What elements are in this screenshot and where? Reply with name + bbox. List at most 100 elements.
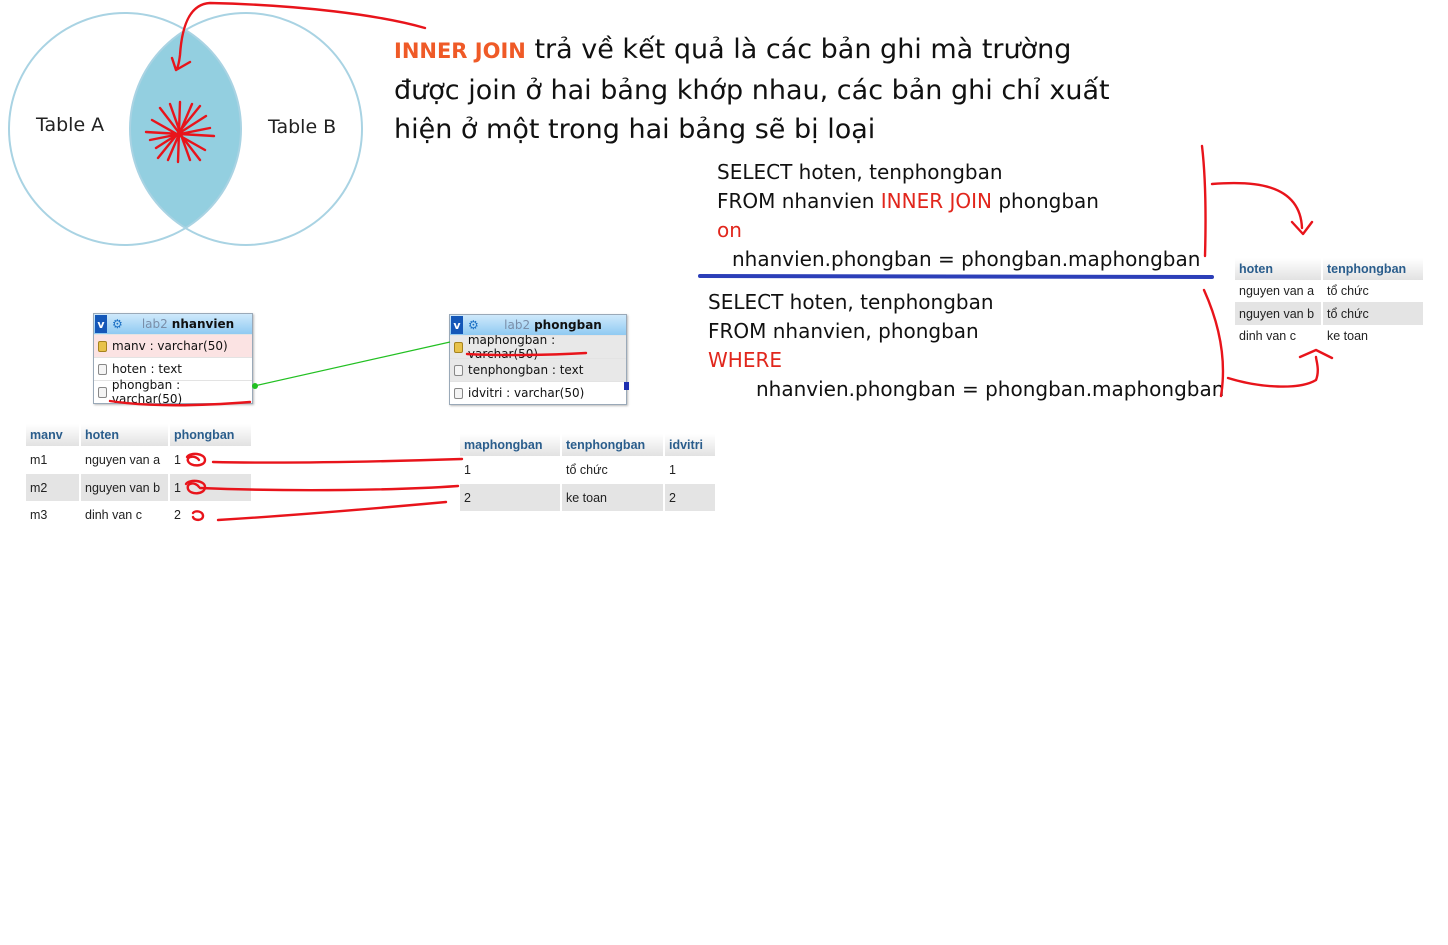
description-text: trả về kết quả là các bản ghi mà trường … [394, 34, 1110, 145]
field-label: idvitri : varchar(50) [468, 386, 585, 400]
field-label: manv : varchar(50) [112, 339, 228, 353]
column-icon [454, 387, 463, 399]
col-header[interactable]: idvitri [664, 434, 717, 456]
column-icon [454, 364, 463, 376]
cell: nguyen van a [1235, 280, 1323, 302]
arrow-to-result [1210, 181, 1314, 236]
table-result: hoten tenphongban nguyen van a tổ chức n… [1235, 258, 1425, 347]
table-row: m2 nguyen van b 1 [26, 474, 253, 501]
table-header-row: maphongban tenphongban idvitri [460, 434, 717, 456]
table-header-row: manv hoten phongban [26, 424, 253, 446]
table-row: 2 ke toan 2 [460, 484, 717, 511]
gear-icon[interactable]: ⚙ [112, 317, 123, 331]
table-row: m3 dinh van c 2 [26, 501, 253, 528]
sql1-from: FROM nhanvien [717, 189, 881, 213]
table-phongban: maphongban tenphongban idvitri 1 tổ chức… [460, 434, 717, 511]
column-icon [98, 386, 107, 398]
arrow-to-overlap [170, 1, 427, 72]
venn-label-a: Table A [36, 114, 105, 136]
circle-value-2 [184, 479, 207, 495]
cell: tổ chức [1322, 280, 1425, 302]
sql2-condition: nhanvien.phongban = phongban.maphongban [756, 377, 1225, 401]
arrow-from-sql2 [1226, 348, 1334, 388]
schema-db-name: lab2 [504, 318, 531, 332]
col-header[interactable]: phongban [169, 424, 253, 446]
link-row-3 [216, 500, 448, 522]
cell: ke toan [1322, 325, 1425, 347]
gear-icon[interactable]: ⚙ [468, 318, 479, 332]
table-header-row: hoten tenphongban [1235, 258, 1425, 280]
col-header[interactable]: tenphongban [1322, 258, 1425, 280]
venn-circle-a [8, 12, 242, 246]
description-keyword: INNER JOIN [394, 39, 526, 63]
link-row-1 [211, 457, 464, 464]
relation-line [253, 341, 451, 387]
sql1-condition: nhanvien.phongban = phongban.maphongban [732, 247, 1201, 271]
cell: tổ chức [1322, 302, 1425, 325]
col-header[interactable]: tenphongban [561, 434, 665, 456]
sql-where-join: SELECT hoten, tenphongban FROM nhanvien,… [708, 288, 1224, 404]
table-row: m1 nguyen van a 1 [26, 446, 253, 474]
toggle-button[interactable]: v [451, 316, 463, 334]
cell: m1 [26, 446, 81, 474]
cell: 2 [460, 484, 562, 511]
table-row: dinh van c ke toan [1235, 325, 1425, 347]
cell: 2 [169, 501, 253, 528]
underline-maphongban [465, 351, 588, 357]
col-header[interactable]: manv [26, 424, 81, 446]
cell: nguyen van a [80, 446, 170, 474]
schema-phongban[interactable]: v ⚙ lab2 phongban maphongban : varchar(5… [449, 314, 627, 405]
venn-overlap [130, 13, 241, 245]
schema-field: maphongban : varchar(50) [450, 333, 626, 361]
schema-field: manv : varchar(50) [94, 334, 252, 357]
cell: 1 [664, 456, 717, 484]
table-row: nguyen van b tổ chức [1235, 302, 1425, 325]
separator-line [698, 274, 1214, 279]
cell: 1 [169, 446, 253, 474]
sql-inner-join: SELECT hoten, tenphongban FROM nhanvien … [717, 158, 1200, 274]
col-header[interactable]: hoten [80, 424, 170, 446]
cell: ke toan [561, 484, 665, 511]
schema-nhanvien-header[interactable]: v ⚙ lab2 nhanvien [94, 314, 252, 334]
sql1-on: on [717, 218, 742, 242]
key-icon [98, 340, 107, 352]
sql2-line2: FROM nhanvien, phongban [708, 319, 979, 343]
table-row: nguyen van a tổ chức [1235, 280, 1425, 302]
inner-join-description: INNER JOIN trả về kết quả là các bản ghi… [394, 30, 1134, 149]
schema-phongban-header[interactable]: v ⚙ lab2 phongban [450, 315, 626, 335]
table-nhanvien: manv hoten phongban m1 nguyen van a 1 m2… [26, 424, 253, 528]
key-icon [454, 341, 463, 353]
col-header[interactable]: maphongban [460, 434, 562, 456]
venn-diagram [8, 12, 363, 246]
bracket-sql1 [1200, 144, 1207, 258]
field-label: maphongban : varchar(50) [467, 333, 556, 361]
toggle-button[interactable]: v [95, 315, 107, 333]
circle-value-3 [191, 510, 205, 522]
column-icon [98, 363, 107, 375]
cell: m2 [26, 474, 81, 501]
relation-anchor [624, 382, 629, 390]
circle-value-1 [185, 452, 207, 467]
cell: 2 [664, 484, 717, 511]
schema-field: phongban : varchar(50) [94, 378, 252, 406]
link-row-2 [198, 484, 460, 492]
bracket-sql2 [1202, 288, 1225, 398]
table-row: 1 tổ chức 1 [460, 456, 717, 484]
cell: 1 [460, 456, 562, 484]
cell: m3 [26, 501, 81, 528]
schema-db-name: lab2 [141, 317, 168, 331]
schema-nhanvien[interactable]: v ⚙ lab2 nhanvien manv : varchar(50) hot… [93, 313, 253, 406]
col-header[interactable]: hoten [1235, 258, 1323, 280]
schema-field: hoten : text [94, 357, 252, 380]
schema-field: idvitri : varchar(50) [450, 381, 626, 404]
sql1-keyword: INNER JOIN [880, 189, 992, 213]
sql2-line1: SELECT hoten, tenphongban [708, 290, 994, 314]
relation-dot [252, 383, 258, 389]
cell: nguyen van b [1235, 302, 1323, 325]
sql1-line2: FROM nhanvien INNER JOIN phongban [717, 187, 1200, 216]
venn-label-b: Table B [268, 116, 337, 138]
sql1-line1: SELECT hoten, tenphongban [717, 160, 1003, 184]
cell: nguyen van b [80, 474, 170, 501]
cell: dinh van c [1235, 325, 1323, 347]
